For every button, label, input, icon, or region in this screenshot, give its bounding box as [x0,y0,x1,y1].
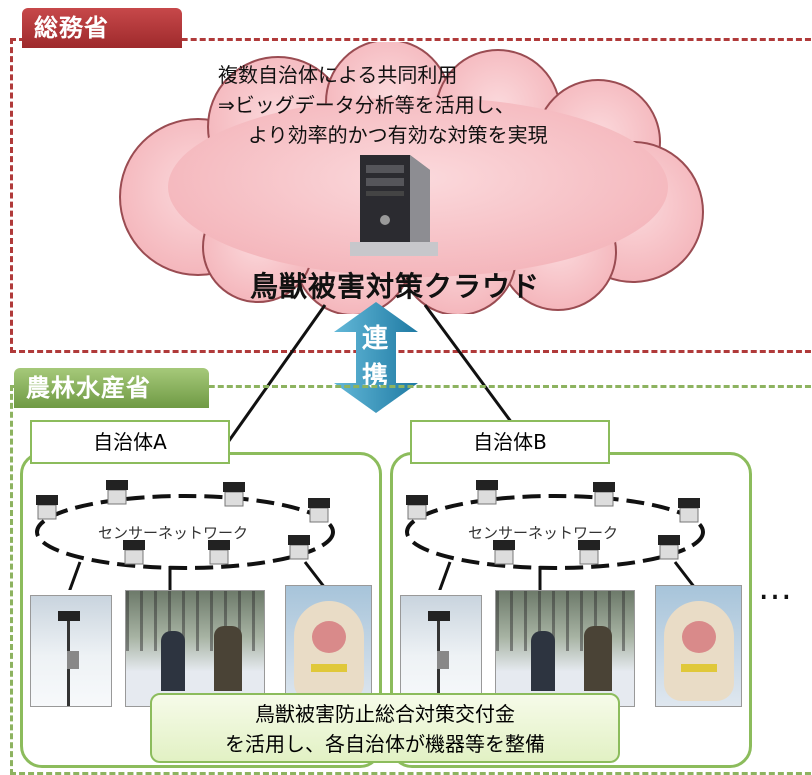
cloud-line-1: 複数自治体による共同利用 [218,63,458,87]
municipality-b-label: 自治体B [410,420,610,464]
cloud-shape [119,42,704,314]
photo-people-trap-b [495,590,635,707]
funding-line-1: 鳥獣被害防止総合対策交付金 [255,702,515,726]
photo-sensor-pole-b [400,595,482,707]
photo-monkey-a [285,585,372,707]
sensor-icons-b [406,480,700,565]
server-icon [350,155,438,256]
photo-monkey-b [655,585,742,707]
sensor-network-a [35,480,335,590]
maff-label: 農林水産省 [14,368,209,408]
sensor-network-b [405,480,705,590]
photo-people-trap-a [125,590,265,707]
cloud-title: 鳥獣被害対策クラウド [250,270,541,303]
sensor-network-a-label: センサーネットワーク [98,524,249,542]
cloud-line-2: ⇒ビッグデータ分析等を活用し、 [218,93,515,117]
mic-label: 総務省 [22,8,182,48]
link-char-1: 連 [362,324,389,354]
funding-line-2: を活用し、各自治体が機器等を整備 [225,732,545,756]
more-municipalities-ellipsis: … [758,568,792,608]
photo-sensor-pole-a [30,595,112,707]
sensor-icons-a [36,480,330,565]
funding-box: 鳥獣被害防止総合対策交付金 を活用し、各自治体が機器等を整備 [150,693,620,763]
cloud-line-3: より効率的かつ有効な対策を実現 [248,123,548,147]
municipality-a-label: 自治体A [30,420,230,464]
mic-section-border [10,38,812,353]
sensor-network-b-label: センサーネットワーク [468,524,619,542]
